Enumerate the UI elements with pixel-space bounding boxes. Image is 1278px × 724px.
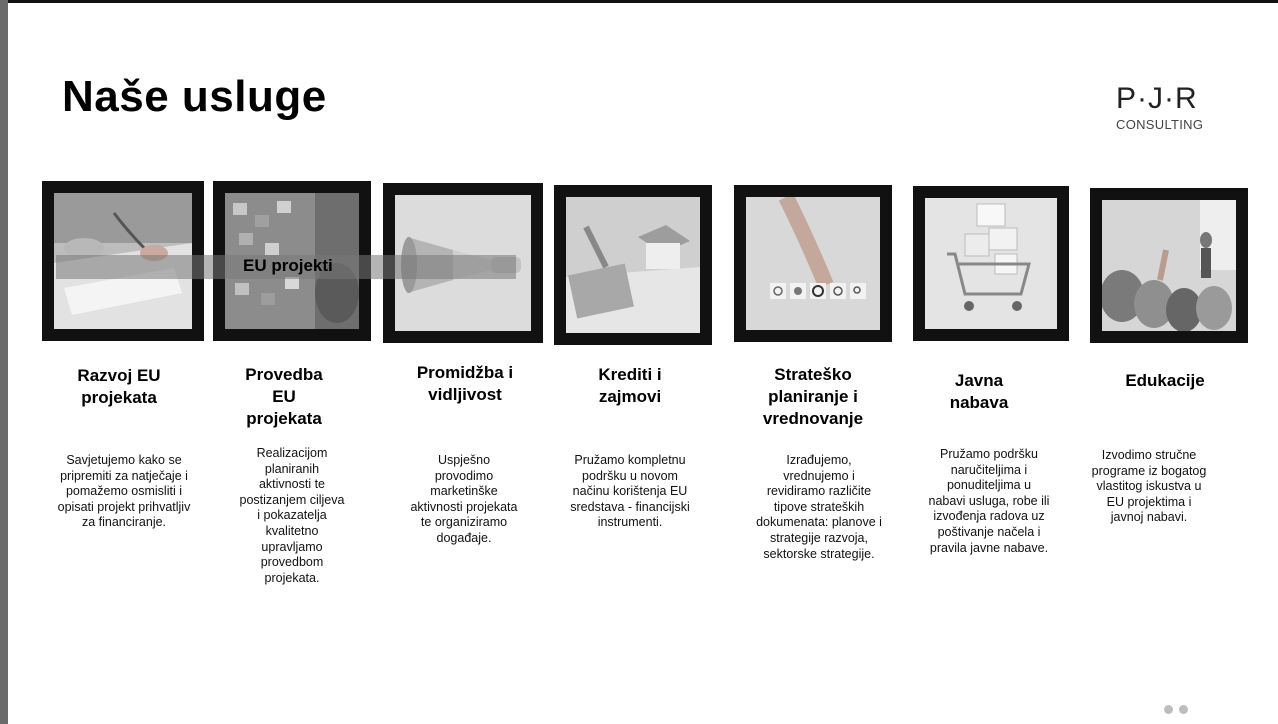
service-image-edukacije (1090, 188, 1248, 343)
service-desc-strategija: Izrađujemo, vrednujemo i revidiramo razl… (756, 453, 882, 561)
service-title-razvoj: Razvoj EU projekata (77, 366, 161, 407)
dot-indicator (1164, 705, 1173, 714)
service-desc-nabava: Pružamo podršku naručiteljima i ponudite… (928, 447, 1050, 555)
service-title-krediti: Krediti i zajmovi (598, 365, 662, 406)
service-title-strategija: Strateško planiranje i vrednovanje (762, 365, 864, 428)
service-desc-razvoj: Savjetujemo kako se pripremiti za natječ… (57, 453, 191, 530)
logo-subtitle: CONSULTING (1116, 117, 1204, 132)
slide-top-border (0, 0, 1278, 3)
service-image-nabava (913, 186, 1069, 341)
service-title-nabava: Javna nabava (949, 371, 1009, 412)
slide-left-border (0, 0, 8, 724)
page-title: Naše usluge (62, 72, 327, 121)
service-desc-edukacije: Izvodimo stručne programe iz bogatog vla… (1091, 448, 1207, 525)
service-image-strategija (734, 185, 892, 342)
service-desc-promidzba: Uspješno provodimo marketinške aktivnost… (410, 453, 518, 545)
eu-projects-banner (56, 255, 516, 279)
pagination-dots (1164, 701, 1194, 719)
logo-mark: P·J·R (1116, 82, 1198, 115)
company-logo: P·J·R CONSULTING (1116, 82, 1266, 133)
service-title-promidzba: Promidžba i vidljivost (416, 363, 514, 404)
banner-label: EU projekti (243, 256, 333, 275)
service-title-provedba: Provedba EU projekata (245, 365, 323, 428)
service-desc-provedba: Realizacijom planiranih aktivnosti te po… (239, 446, 345, 585)
service-title-edukacije: Edukacije (1125, 371, 1205, 390)
service-desc-krediti: Pružamo kompletnu podršku u novom načinu… (570, 453, 690, 530)
dot-indicator (1179, 705, 1188, 714)
service-image-krediti (554, 185, 712, 345)
